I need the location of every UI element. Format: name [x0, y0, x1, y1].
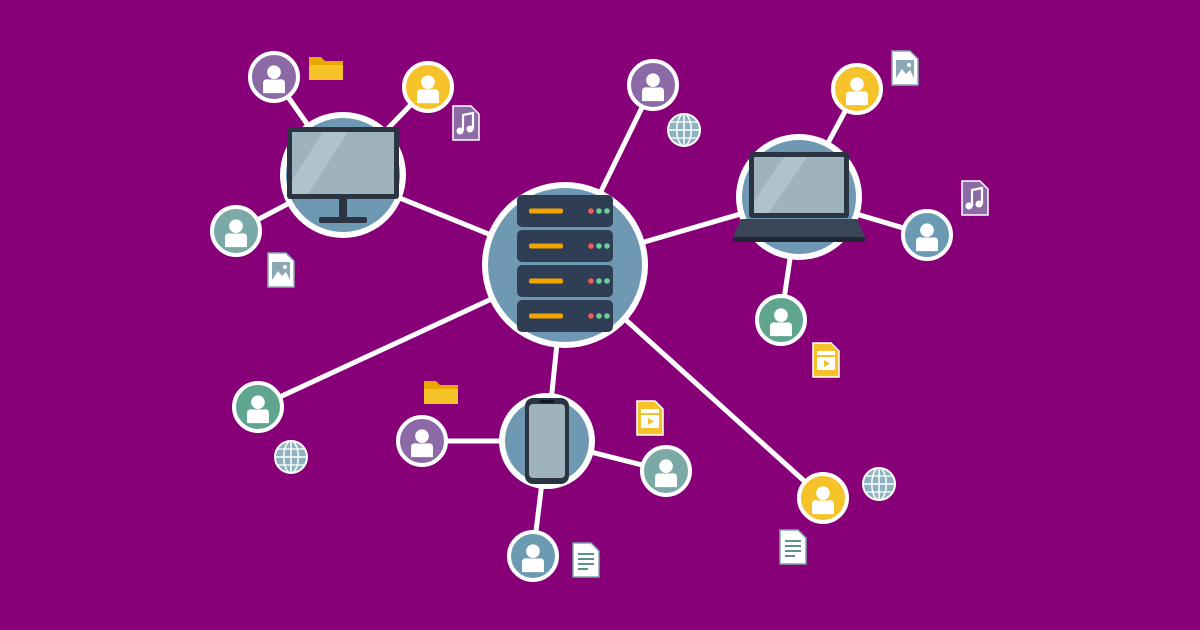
- globe-icon: [274, 440, 308, 474]
- connection-lines: [254, 94, 907, 535]
- link-user-2: [384, 101, 414, 133]
- globe-icon: [862, 467, 896, 501]
- user-icon: [263, 65, 285, 94]
- server-icon: [517, 195, 613, 332]
- desktop-node: [280, 112, 406, 238]
- smartphone-node: [499, 393, 595, 489]
- server-node: [482, 182, 648, 348]
- link-user-12: [624, 318, 808, 485]
- user-icon: [247, 395, 269, 424]
- user-icon: [812, 486, 834, 515]
- user-icon: [642, 73, 664, 102]
- link-user-1: [285, 94, 310, 126]
- user-node-laptop: [831, 63, 883, 115]
- image-file-icon: [267, 252, 295, 288]
- user-node-laptop: [901, 209, 953, 261]
- user-node-server: [797, 472, 849, 524]
- folder-icon: [424, 381, 458, 404]
- smartphone-icon: [525, 398, 569, 484]
- user-icon: [846, 77, 868, 106]
- user-node-server: [627, 59, 679, 111]
- user-node-smartphone: [507, 530, 559, 582]
- video-file-icon: [636, 400, 664, 436]
- link-user-11: [533, 486, 544, 535]
- link-user-6: [856, 212, 907, 231]
- globe-icon: [667, 113, 701, 147]
- user-node-desktop: [248, 51, 300, 103]
- link-server-smartphone: [549, 345, 560, 396]
- link-user-7: [781, 256, 793, 299]
- user-node-smartphone: [640, 445, 692, 497]
- link-user-10: [591, 450, 646, 468]
- laptop-node: [733, 134, 865, 260]
- image-file-icon: [891, 50, 919, 86]
- music-file-icon: [452, 105, 480, 141]
- user-icon: [225, 219, 247, 248]
- link-user-5: [826, 107, 849, 144]
- document-file-icon: [779, 529, 807, 565]
- link-server-desktop: [398, 196, 491, 237]
- monitor-icon: [287, 127, 399, 223]
- user-node-smartphone: [396, 415, 448, 467]
- user-icon: [770, 308, 792, 337]
- folder-icon: [309, 57, 343, 80]
- link-server-laptop: [642, 212, 742, 245]
- laptop-icon: [733, 152, 865, 242]
- document-file-icon: [572, 542, 600, 578]
- user-node-desktop: [402, 61, 454, 113]
- link-user-3: [254, 201, 290, 223]
- user-node-laptop: [755, 294, 807, 346]
- link-user-8: [277, 297, 493, 400]
- nodes: [210, 51, 953, 582]
- user-node-server: [232, 381, 284, 433]
- user-node-desktop: [210, 205, 262, 257]
- link-user-4: [598, 104, 645, 193]
- user-icon: [417, 75, 439, 104]
- user-icon: [522, 544, 544, 573]
- video-file-icon: [812, 342, 840, 378]
- user-icon: [655, 459, 677, 488]
- file-icons: [267, 50, 989, 578]
- user-icon: [916, 223, 938, 252]
- user-icon: [411, 429, 433, 458]
- music-file-icon: [961, 180, 989, 216]
